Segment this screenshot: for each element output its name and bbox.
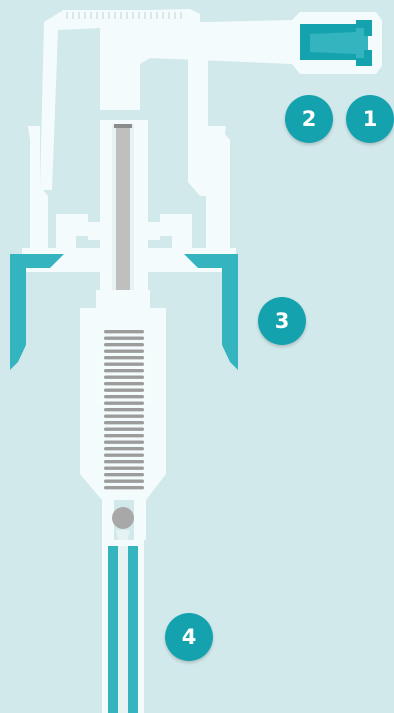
spring-coil bbox=[104, 480, 144, 483]
spring-coil bbox=[104, 454, 144, 457]
grip-ridge bbox=[114, 12, 116, 19]
spring-coil bbox=[104, 415, 144, 418]
grip-ridge bbox=[90, 12, 92, 19]
grip-ridge bbox=[102, 12, 104, 19]
grip-ridge bbox=[174, 12, 176, 19]
spring-coil bbox=[104, 350, 144, 353]
grip-ridge bbox=[66, 12, 68, 19]
callout-badge-3: 3 bbox=[258, 297, 306, 345]
spring-coil bbox=[104, 421, 144, 424]
spring-coil bbox=[104, 343, 144, 346]
check-ball bbox=[112, 507, 134, 529]
grip-ridge bbox=[150, 12, 152, 19]
spring-coil bbox=[104, 460, 144, 463]
spring-coil bbox=[104, 473, 144, 476]
spring-coil bbox=[104, 402, 144, 405]
spring-coil bbox=[104, 363, 144, 366]
callout-badge-1: 1 bbox=[346, 95, 394, 143]
spring-coil bbox=[104, 395, 144, 398]
spring-coil bbox=[104, 428, 144, 431]
grip-ridge bbox=[144, 12, 146, 19]
grip-ridge bbox=[108, 12, 110, 19]
grip-ridge bbox=[96, 12, 98, 19]
grip-ridge bbox=[162, 12, 164, 19]
dip-tube bbox=[102, 540, 144, 713]
grip-ridge bbox=[126, 12, 128, 19]
grip-ridge bbox=[78, 12, 80, 19]
grip-ridge bbox=[180, 12, 182, 19]
spring-coil bbox=[104, 467, 144, 470]
spring-coil bbox=[104, 330, 144, 333]
grip-ridge bbox=[72, 12, 74, 19]
grip-ridge bbox=[138, 12, 140, 19]
grip-ridge bbox=[120, 12, 122, 19]
callout-badge-2: 2 bbox=[285, 95, 333, 143]
spring-coil bbox=[104, 337, 144, 340]
pump-chamber bbox=[80, 290, 166, 548]
callout-badge-4: 4 bbox=[165, 613, 213, 661]
spring-coil bbox=[104, 486, 144, 489]
spring-coil bbox=[104, 408, 144, 411]
nozzle-arm bbox=[120, 12, 382, 110]
spring-coil bbox=[104, 389, 144, 392]
spring-coil bbox=[104, 382, 144, 385]
spring-coil bbox=[104, 447, 144, 450]
spring-coil bbox=[104, 356, 144, 359]
grip-ridge bbox=[84, 12, 86, 19]
spring-coil bbox=[104, 376, 144, 379]
spring-coil bbox=[104, 369, 144, 372]
grip-ridge bbox=[156, 12, 158, 19]
nozzle-insert bbox=[300, 20, 378, 66]
grip-ridge bbox=[168, 12, 170, 19]
spring-coil bbox=[104, 434, 144, 437]
spring-coil bbox=[104, 441, 144, 444]
grip-ridge bbox=[132, 12, 134, 19]
